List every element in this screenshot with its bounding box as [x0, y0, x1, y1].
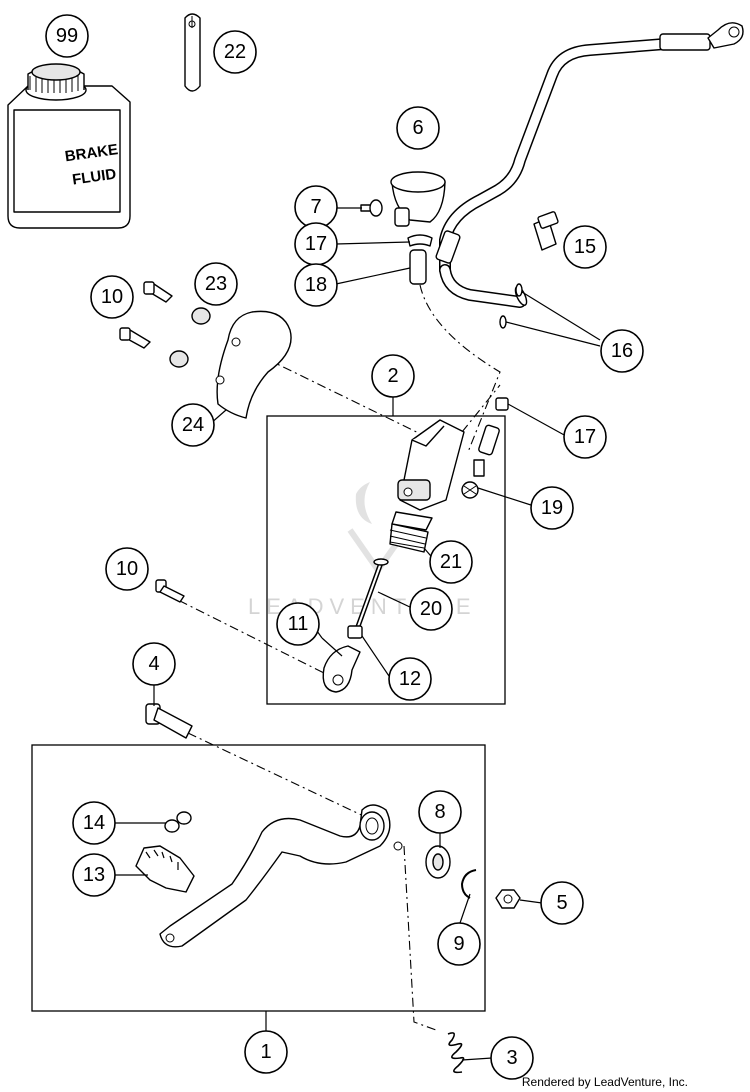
callout-3: 3: [490, 1036, 534, 1080]
svg-text:24: 24: [182, 414, 204, 436]
circlip-9: [460, 869, 477, 899]
callout-10-lower: 10: [105, 547, 149, 591]
svg-text:99: 99: [56, 25, 78, 47]
callout-13: 13: [72, 853, 116, 897]
clevis-11: [322, 645, 361, 693]
callout-22: 22: [213, 30, 257, 74]
svg-text:1: 1: [260, 1041, 271, 1063]
callout-16: 16: [600, 329, 644, 373]
washers-16: [499, 283, 523, 329]
reservoir-hose: [409, 249, 427, 285]
callout-11: 11: [276, 602, 320, 646]
short-hose: [478, 424, 500, 456]
svg-text:20: 20: [420, 598, 442, 620]
callout-1: 1: [244, 1030, 288, 1074]
callout-7: 7: [294, 185, 338, 229]
group-frame-2: [266, 415, 506, 705]
svg-text:16: 16: [611, 340, 633, 362]
svg-text:3: 3: [506, 1047, 517, 1069]
footer-credit: Rendered by LeadVenture, Inc.: [521, 1075, 688, 1089]
callout-6: 6: [396, 106, 440, 150]
svg-text:10: 10: [101, 286, 123, 308]
master-cylinder: [389, 419, 465, 553]
callout-9: 9: [437, 922, 481, 966]
svg-text:18: 18: [305, 274, 327, 296]
brake-hose: [435, 22, 744, 308]
nut-5: [495, 889, 521, 909]
reservoir: [390, 171, 446, 227]
callout-21: 21: [429, 540, 473, 584]
callout-18: 18: [294, 263, 338, 307]
svg-text:12: 12: [399, 668, 421, 690]
bearing-8: [425, 845, 451, 879]
svg-text:2: 2: [387, 365, 398, 387]
callout-24: 24: [171, 403, 215, 447]
svg-text:5: 5: [556, 892, 567, 914]
brake-pedal: [159, 804, 403, 948]
svg-text:4: 4: [148, 653, 159, 675]
callout-5: 5: [540, 881, 584, 925]
callout-17-lower: 17: [563, 415, 607, 459]
svg-text:19: 19: [541, 497, 563, 519]
bolts-10-top: [119, 281, 173, 349]
bolt-10-lower: [155, 579, 185, 603]
bottle-label-line2: FLUID: [71, 166, 117, 189]
callout-20: 20: [409, 587, 453, 631]
svg-text:13: 13: [83, 864, 105, 886]
svg-text:17: 17: [305, 233, 327, 255]
callout-14: 14: [72, 801, 116, 845]
push-rod-20: [353, 558, 389, 633]
banjo-19: [461, 459, 485, 499]
svg-text:21: 21: [440, 551, 462, 573]
svg-text:10: 10: [116, 558, 138, 580]
brake-fluid-bottle: BRAKE FLUID: [7, 63, 131, 229]
callout-8: 8: [418, 790, 462, 834]
svg-text:8: 8: [434, 801, 445, 823]
strap-part: [184, 13, 201, 92]
svg-text:7: 7: [310, 196, 321, 218]
svg-text:15: 15: [574, 236, 596, 258]
hose-clamp-top: [407, 234, 433, 247]
screws-14: [164, 811, 192, 833]
spring-3: [447, 1032, 465, 1074]
pivot-bolt-4: [145, 703, 193, 739]
pedal-tip-13: [135, 845, 195, 893]
callout-17-top: 17: [294, 222, 338, 266]
guard-24: [215, 310, 292, 419]
callout-15: 15: [563, 225, 607, 269]
svg-text:6: 6: [412, 117, 423, 139]
callout-2: 2: [371, 354, 415, 398]
svg-text:23: 23: [205, 273, 227, 295]
callout-23: 23: [194, 262, 238, 306]
nut-12: [347, 625, 363, 639]
svg-text:22: 22: [224, 41, 246, 63]
callout-12: 12: [388, 657, 432, 701]
group-frame-1: [31, 744, 486, 1012]
svg-text:11: 11: [288, 613, 309, 635]
callout-99: 99: [45, 14, 89, 58]
callout-4: 4: [132, 642, 176, 686]
screw-7: [360, 199, 383, 217]
hose-clamp-lower: [495, 397, 509, 411]
callout-19: 19: [530, 486, 574, 530]
svg-text:9: 9: [453, 933, 464, 955]
svg-text:17: 17: [574, 426, 596, 448]
svg-text:14: 14: [83, 812, 105, 834]
nuts-23: [169, 307, 211, 368]
callout-10-top: 10: [90, 275, 134, 319]
bleeder-part-15: [533, 211, 559, 251]
